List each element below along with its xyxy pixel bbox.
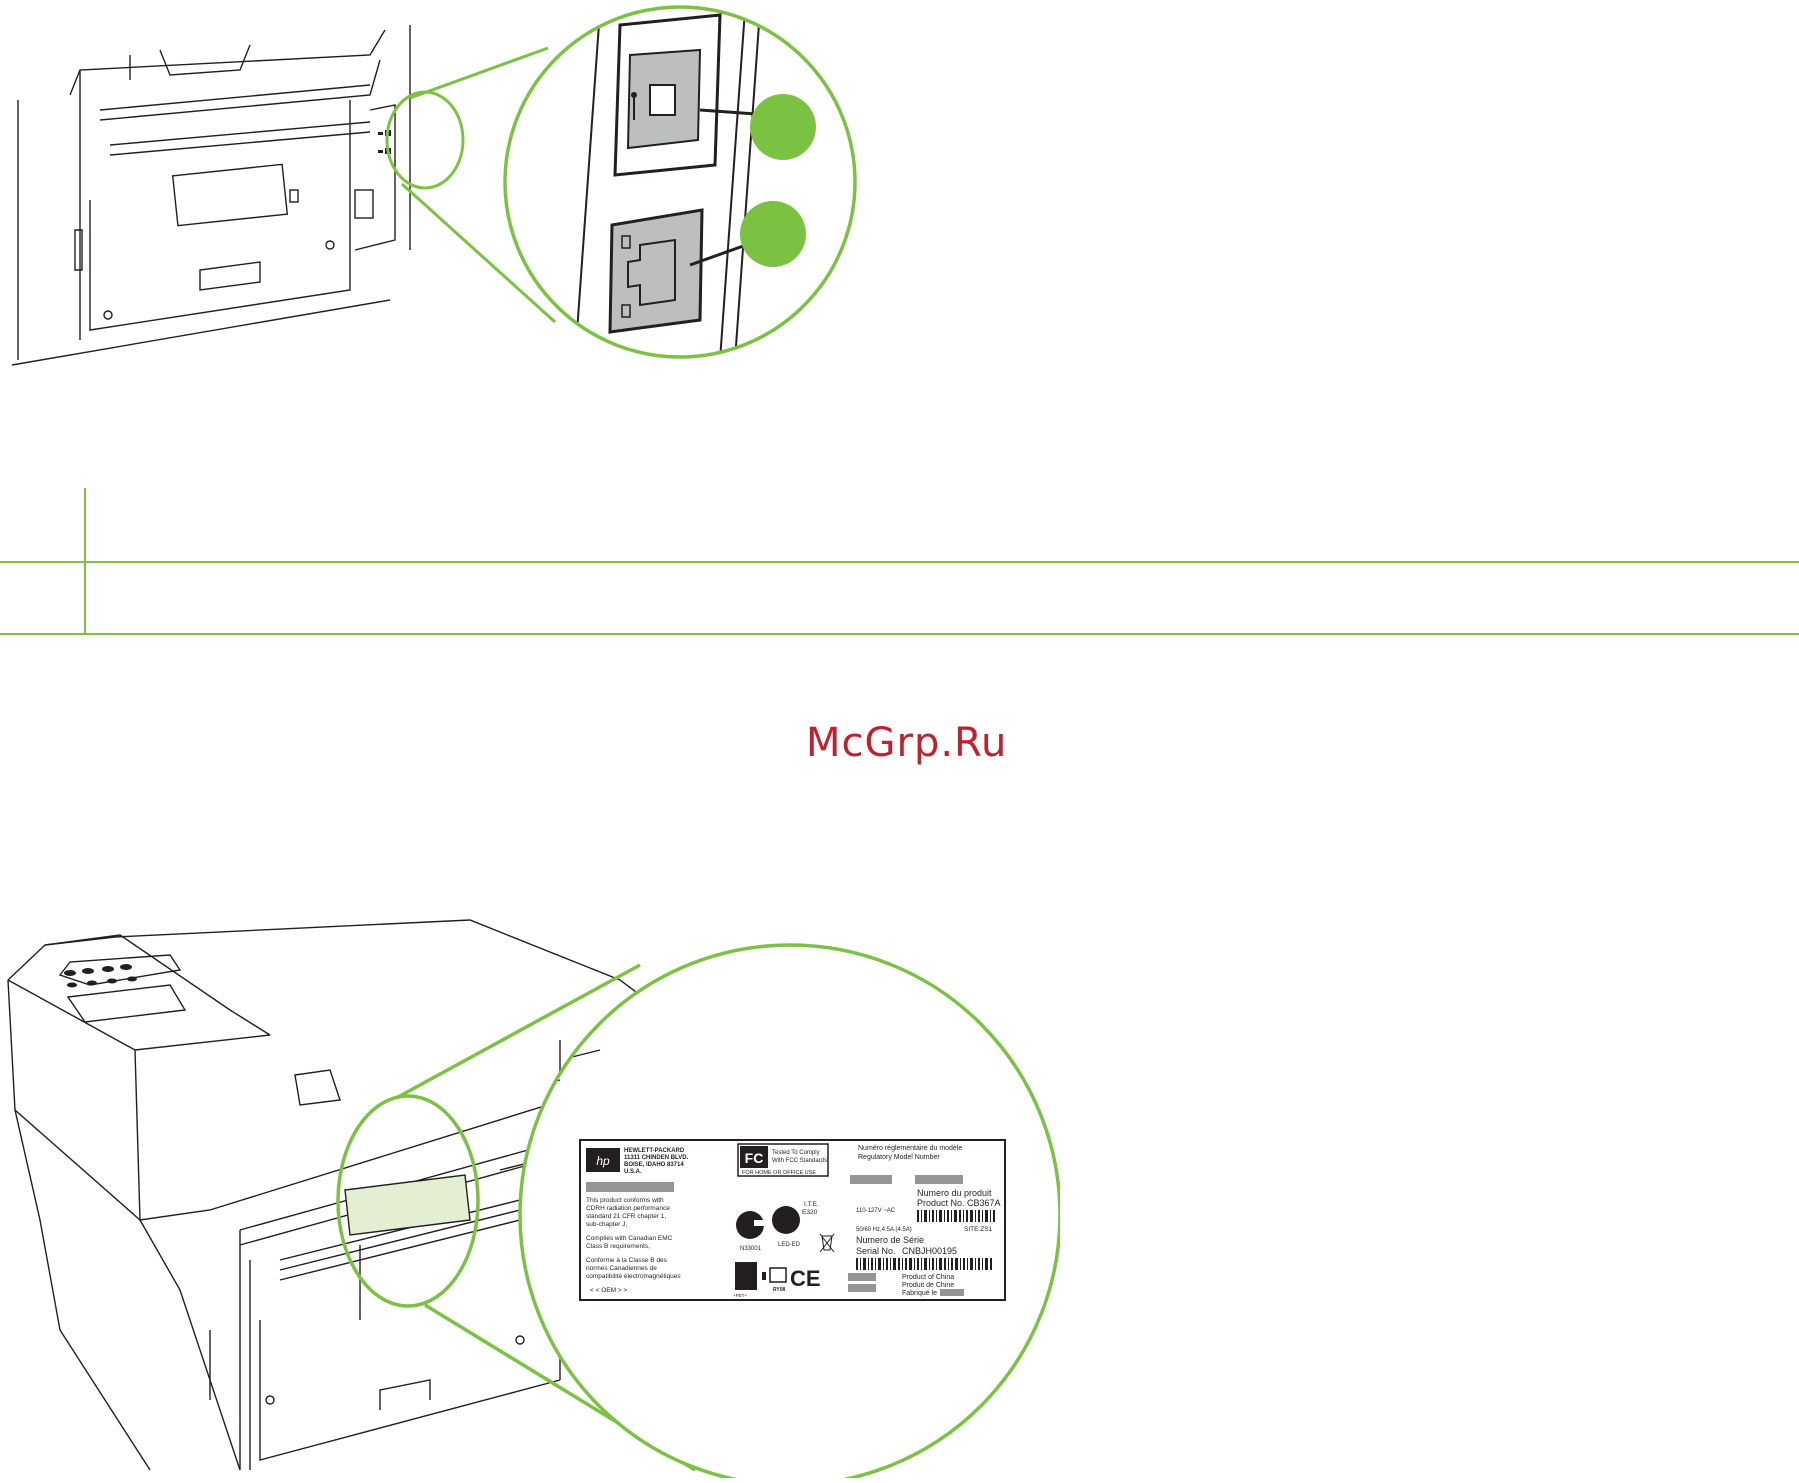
product-number: Product No. CB367A [917,1198,1001,1208]
product-label: hp HEWLETT-PACKARD 11311 CHINDEN BLVD. B… [579,1139,1006,1301]
table-column-rule [84,488,86,634]
recycle-bin-icon [819,1233,835,1253]
svg-text:This product conforms with: This product conforms with CDRH radiatio… [586,1197,681,1280]
table-top-rule [0,561,1799,563]
serial-barcode [856,1258,992,1270]
emc-fr-text-2: normes Canadiennes de [586,1265,657,1272]
callout-2-dot [740,201,806,267]
fcc-text-1: Tested To Comply [772,1150,820,1156]
serial-value: CNBJH00195 [902,1246,957,1256]
power-text-2: 50/60 Hz,4.5A (4.5A) [856,1227,912,1233]
serial-fr: Numero de Série [856,1235,924,1245]
label-location-small [344,1174,471,1236]
mark-pet: +PET+ [733,1293,747,1298]
usb-icon [631,92,637,120]
cert-mark-1: N33001 [740,1246,762,1252]
printer-ports-figure [0,0,900,370]
oem-text: < < OEM > > [590,1287,627,1294]
emc-text-1: Complies with Canadian EMC [586,1235,673,1242]
safety-marks: +PET+ RY08 [733,1262,787,1298]
origin-fr: Produit de Chine [902,1282,954,1289]
regulatory-en: Regulatory Model Number [858,1154,940,1161]
usb-port [613,13,722,177]
svg-text:Tested To Comply Wit: Tested To Comply With FCC Standards [772,1150,827,1164]
manufactured-on: Fabriqué le [902,1290,937,1297]
svg-text:Numéro réglementaire du modèle: Numéro réglementaire du modèle Regulator… [858,1145,964,1161]
table-bottom-rule [0,633,1799,635]
emc-fr-text-3: compatibilité électromagnétiques [586,1273,681,1280]
hp-address-4: U.S.A. [624,1169,642,1175]
cert-mark-2: LED-ED [778,1242,801,1248]
svg-text:110-127V ~AC 50/60 Hz: 110-127V ~AC 50/60 Hz,4.5A (4.5A) [856,1208,912,1233]
printer-rear-drawing [11,25,411,366]
printer-label-figure: hp HEWLETT-PACKARD 11311 CHINDEN BLVD. B… [0,900,1062,1483]
hp-logo-icon: hp [586,1148,620,1172]
cdrh-text-1: This product conforms with [586,1197,664,1204]
origin-en: Product of China [902,1274,954,1281]
emc-text-2: Class B requirements, [586,1243,650,1250]
emc-fr-text-1: Conforme à la Classe B des [586,1257,668,1264]
hp-address-3: BOISE, IDAHO 83714 [624,1162,684,1168]
fcc-text-2: With FCC Standards [772,1158,827,1164]
ce-mark-icon: CE [790,1266,821,1291]
network-port [608,208,704,334]
svg-text:Product of China Produ: Product of China Produit de Chine Fabriq… [902,1274,956,1297]
svg-text:CE: CE [790,1266,821,1291]
product-fr: Numero du produit [917,1188,992,1198]
fcc-logo-icon: FC Tested To Comply With FCC Standards F… [737,1143,829,1177]
product-barcode [917,1210,995,1222]
ite-text-2: E320 [802,1209,818,1216]
cert-marks: N33001 LED-ED I.T.E. E320 [736,1201,821,1252]
watermark: McGrp.Ru [806,720,1008,766]
regulatory-fr: Numéro réglementaire du modèle [858,1145,962,1152]
callout-1-dot [750,94,816,160]
power-text-1: 110-127V ~AC [856,1208,896,1214]
fcc-text-3: FOR HOME OR OFFICE USE [742,1170,816,1176]
hp-address-1: HEWLETT-PACKARD [624,1148,685,1154]
ite-text-1: I.T.E. [804,1201,819,1208]
svg-text:FC: FC [745,1150,764,1166]
svg-text:HEWLETT-PACKARD 11311: HEWLETT-PACKARD 11311 CHINDEN BLVD. BOIS… [624,1148,690,1175]
cdrh-text-4: sub-chapter J, [586,1221,627,1228]
cdrh-text-2: CDRH radiation performance [586,1205,670,1212]
control-panel-buttons [64,964,137,988]
hp-address-2: 11311 CHINDEN BLVD. [624,1155,689,1161]
serial-label: Serial No. [856,1246,896,1256]
site-code: SITE:ZS1 [964,1226,993,1233]
mark-ry08: RY08 [773,1287,786,1293]
cdrh-text-3: standard 21 CFR chapter 1, [586,1213,666,1220]
svg-text:hp: hp [596,1154,610,1168]
svg-text:I.T.E. E320: I.T.E. E320 [802,1201,821,1216]
